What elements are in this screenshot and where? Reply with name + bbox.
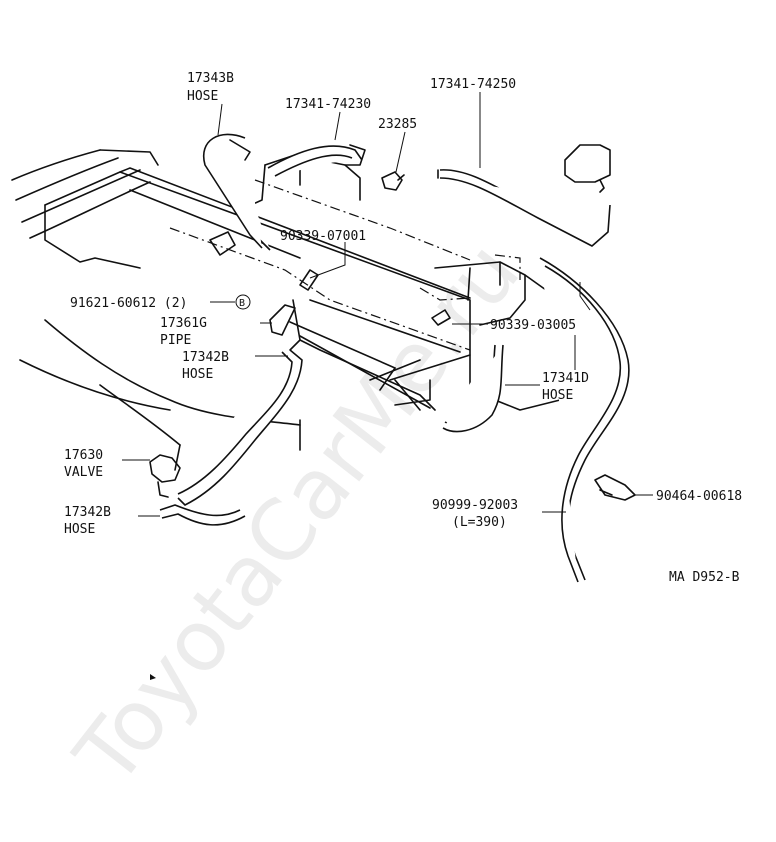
label-name-17630: VALVE bbox=[64, 465, 103, 480]
label-part-23285: 23285 bbox=[378, 117, 417, 132]
label-name-17341d: HOSE bbox=[542, 388, 573, 403]
label-part-91621-60612: 91621-60612 (2) bbox=[70, 296, 187, 311]
canister-assembly-drawing bbox=[11, 144, 611, 471]
label-name-17343b: HOSE bbox=[187, 89, 218, 104]
label-part-17341-74230: 17341-74230 bbox=[285, 97, 371, 112]
label-part-17341d: 17341D bbox=[542, 371, 589, 386]
hose-17343b-drawing bbox=[202, 133, 271, 251]
label-part-90339-03005: 90339-03005 bbox=[490, 318, 576, 333]
part-23285-drawing bbox=[381, 171, 405, 191]
label-name-17361g: PIPE bbox=[160, 333, 191, 348]
pipe-17361g-drawing bbox=[269, 299, 436, 411]
label-part-17630: 17630 bbox=[64, 448, 103, 463]
label-name-17342b-upper: HOSE bbox=[182, 367, 213, 382]
leader-lines bbox=[122, 92, 653, 517]
callout-b-letter: B bbox=[239, 298, 245, 309]
callout-b-circle bbox=[235, 294, 251, 310]
valve-17630-drawing bbox=[149, 454, 181, 498]
figure-code: MA D952-B bbox=[669, 570, 740, 585]
label-part-90464-00618: 90464-00618 bbox=[656, 489, 742, 504]
label-part-17342b-lower: 17342B bbox=[64, 505, 111, 520]
hose-17341d-drawing bbox=[442, 344, 504, 433]
arrow-mark-icon bbox=[150, 674, 156, 680]
hose-17342b-drawing bbox=[159, 349, 303, 526]
label-part-17341-74250: 17341-74250 bbox=[430, 77, 516, 92]
label-part-17343b: 17343B bbox=[187, 71, 234, 86]
label-length-90999-92003: (L=390) bbox=[452, 515, 507, 530]
hose-17341-74250-drawing bbox=[437, 169, 611, 247]
label-part-17342b-upper: 17342B bbox=[182, 350, 229, 365]
hose-17341-74230-drawing bbox=[267, 144, 366, 177]
hose-90999-92003-drawing bbox=[539, 257, 630, 583]
clip-90464-00618-drawing bbox=[594, 474, 636, 501]
label-part-90999-92003: 90999-92003 bbox=[432, 498, 518, 513]
label-part-90339-07001: 90339-07001 bbox=[280, 229, 366, 244]
label-name-17342b-lower: HOSE bbox=[64, 522, 95, 537]
label-part-17361g: 17361G bbox=[160, 316, 207, 331]
